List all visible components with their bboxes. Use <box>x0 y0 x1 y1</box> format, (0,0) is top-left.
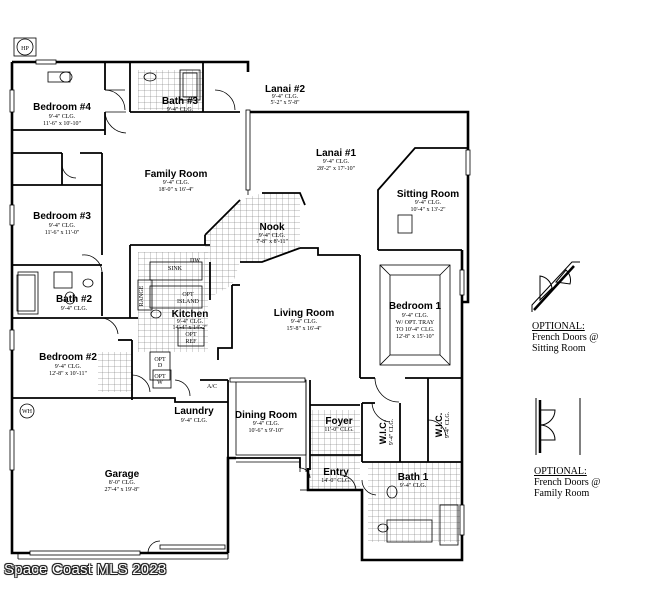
opt-w-label-2: W <box>157 380 163 386</box>
nook-clg: 9'-4" CLG. <box>259 233 286 239</box>
dining-label: Dining Room <box>235 410 297 421</box>
bedroom1-label: Bedroom 1 <box>389 301 442 312</box>
tile-floors <box>98 70 460 542</box>
kitchen-label: Kitchen <box>172 309 209 320</box>
bath1-label: Bath 1 <box>398 472 429 483</box>
sitting-door-detail <box>531 261 580 312</box>
door-swings <box>61 89 447 554</box>
bedroom1-dims: 12'-8" x 15'-10" <box>396 334 435 340</box>
family-note-line-1: OPTIONAL: <box>534 466 587 477</box>
sitting-label: Sitting Room <box>397 189 459 200</box>
garage-label: Garage <box>105 469 140 480</box>
foyer-label: Foyer <box>325 416 352 427</box>
family-dims: 18'-0" x 16'-4" <box>158 187 194 193</box>
ac-label: A/C <box>207 384 217 390</box>
nook-dims: 7'-8" x 8'-11" <box>256 239 288 245</box>
dining-dims: 10'-6" x 9'-10" <box>248 428 284 434</box>
sitting-room-option-note: OPTIONAL: French Doors @ Sitting Room <box>532 321 598 354</box>
bedroom1-tray2: TO 10'-4" CLG. <box>396 327 435 333</box>
bath2-label: Bath #2 <box>56 294 93 305</box>
opt-d-label: OPT <box>154 357 166 363</box>
mls-watermark: Space Coast MLS 2023 <box>4 561 167 578</box>
bedroom4-label: Bedroom #4 <box>33 102 91 113</box>
bath3-label: Bath #3 <box>162 96 199 107</box>
bedroom2-clg: 9'-4" CLG. <box>55 364 82 370</box>
kitchen-dims: 14'-4" x 14'-2" <box>172 325 208 331</box>
lanai1-label: Lanai #1 <box>316 148 356 159</box>
lanai1-clg: 9'-4" CLG. <box>323 159 350 165</box>
lanai1-dims: 28'-2" x 17'-10" <box>317 166 356 172</box>
bedroom3-dims: 11'-6" x 11'-0" <box>45 230 80 236</box>
opt-w-label: OPT <box>154 374 166 380</box>
bedroom4-dims: 11'-6" x 10'-10" <box>43 121 81 127</box>
wic1-clg: 9'-4" CLG. <box>389 418 395 445</box>
wic2-clg: 9'-4" CLG. <box>445 411 451 438</box>
entry-label: Entry <box>323 467 349 478</box>
bedroom3-clg: 9'-4" CLG. <box>49 223 76 229</box>
sitting-dims: 10'-4" x 13'-2" <box>410 207 446 213</box>
room-labels: Bedroom #4 9'-4" CLG. 11'-6" x 10'-10" B… <box>21 46 459 493</box>
bedroom1-clg: 9'-4" CLG. <box>402 313 429 319</box>
sink-label: SINK <box>168 266 183 272</box>
dw-label: DW <box>190 258 200 264</box>
bedroom3-label: Bedroom #3 <box>33 211 91 222</box>
living-label: Living Room <box>274 308 335 319</box>
living-clg: 9'-4" CLG. <box>291 319 318 325</box>
garage-clg: 8'-0" CLG. <box>109 480 136 486</box>
bath3-clg: 9'-4" CLG. <box>167 107 194 113</box>
family-door-detail <box>535 398 581 455</box>
lanai2-clg: 9'-4" CLG. <box>272 94 299 100</box>
opt-island-label-2: ISLAND <box>177 299 200 305</box>
range-label: RANGE <box>139 285 145 306</box>
interior-walls <box>12 62 468 470</box>
lanai2-label: Lanai #2 <box>265 84 305 95</box>
thin-lines <box>9 37 471 560</box>
sitting-note-line-3: Sitting Room <box>532 343 586 354</box>
bedroom2-dims: 12'-8" x 10'-11" <box>49 371 87 377</box>
family-note-line-3: Family Room <box>534 488 590 499</box>
wic1-label: W.I.C. <box>378 420 388 445</box>
lanai2-dims: 5'-2" x 5'-8" <box>270 100 300 106</box>
dining-clg: 9'-4" CLG. <box>253 421 280 427</box>
family-clg: 9'-4" CLG. <box>163 180 190 186</box>
living-dims: 15'-8" x 16'-4" <box>286 326 322 332</box>
opt-d-label-2: D <box>158 363 163 369</box>
wh-label: WH <box>22 409 33 415</box>
bath2-clg: 9'-4" CLG. <box>61 306 88 312</box>
opt-island-label: OPT <box>182 292 194 298</box>
garage-dims: 27'-4" x 19'-8" <box>104 487 140 493</box>
kitchen-clg: 9'-4" CLG. <box>177 319 204 325</box>
entry-clg: 14'-0" CLG. <box>321 478 351 484</box>
family-room-option-note: OPTIONAL: French Doors @ Family Room <box>534 466 600 499</box>
sitting-note-line-1: OPTIONAL: <box>532 321 585 332</box>
laundry-clg: 9'-4" CLG. <box>181 418 208 424</box>
wic2-label: W.I.C. <box>434 413 444 438</box>
nook-label: Nook <box>260 222 285 233</box>
family-note-line-2: French Doors @ <box>534 477 601 488</box>
bedroom2-label: Bedroom #2 <box>39 352 97 363</box>
bedroom1-tray: W/ OPT. TRAY <box>396 320 435 326</box>
family-label: Family Room <box>145 169 208 180</box>
laundry-label: Laundry <box>174 406 214 417</box>
opt-ref-label: OPT <box>185 332 197 338</box>
opt-ref-label-2: REF <box>185 339 197 345</box>
bath1-clg: 9'-4" CLG. <box>400 483 427 489</box>
hp-label: HP <box>21 46 29 52</box>
sitting-clg: 9'-4" CLG. <box>415 200 442 206</box>
sitting-note-line-2: French Doors @ <box>532 332 599 343</box>
bedroom4-clg: 9'-4" CLG. <box>49 114 76 120</box>
foyer-clg: 11'-0" CLG. <box>324 427 354 433</box>
